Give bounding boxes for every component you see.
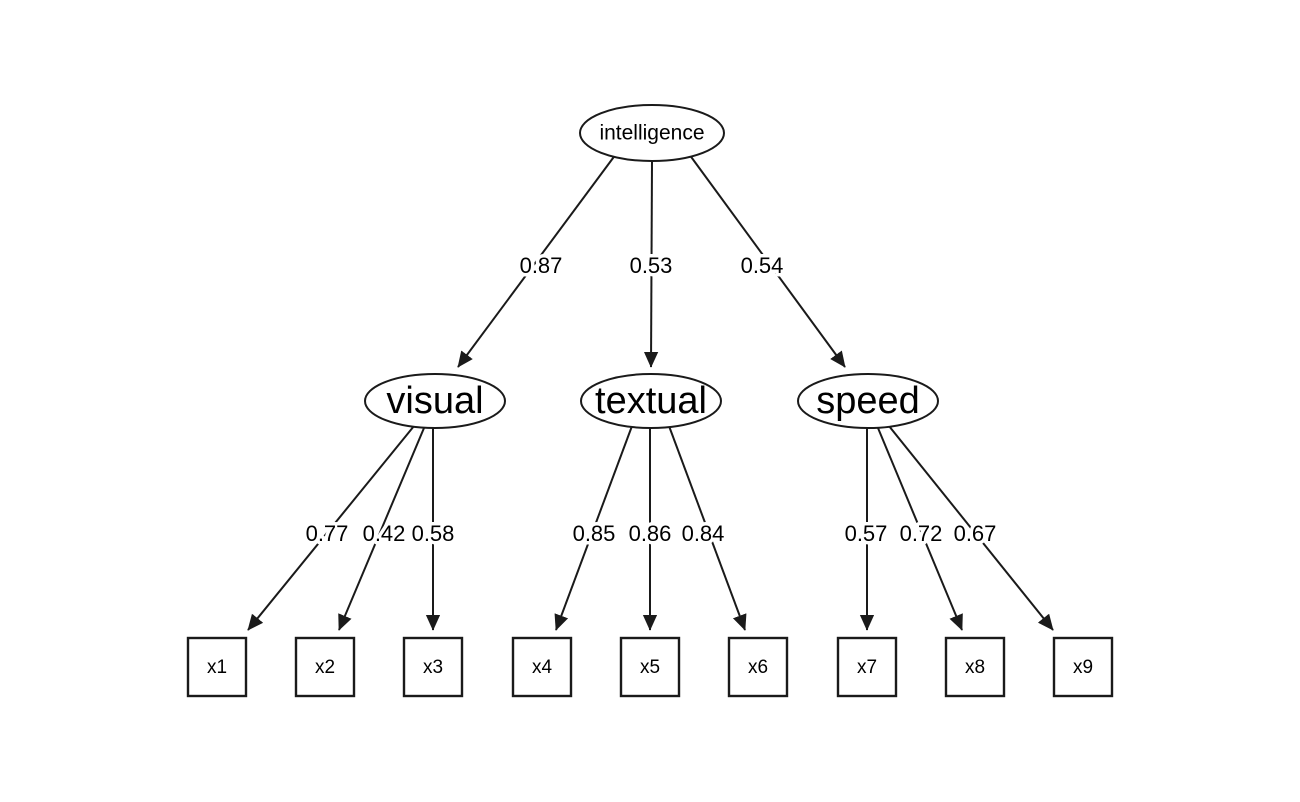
node-textual-ellipse[interactable] xyxy=(580,373,722,429)
edge-label-speed-x8: 0.72 0.72 xyxy=(896,517,946,549)
node-x7-box[interactable] xyxy=(836,636,898,698)
node-x5-label: x5 xyxy=(640,657,660,678)
node-x1-box[interactable] xyxy=(186,636,248,698)
edge-label-text: 0.53 xyxy=(630,253,673,278)
node-x1-label: x1 xyxy=(207,657,227,678)
node-textual[interactable]: textual xyxy=(580,373,722,429)
edge-label-text: 0.84 xyxy=(682,521,725,546)
observed-variable-group: x1 x2 x3 x4 x5 x6 xyxy=(186,636,1114,698)
node-x2[interactable]: x2 xyxy=(294,636,356,698)
node-x6-box[interactable] xyxy=(727,636,789,698)
edge-label-text: 0.77 xyxy=(306,521,349,546)
edge-visual-x1 xyxy=(247,425,415,631)
edge-label-halo: 0.53 xyxy=(630,253,673,278)
edge-label-visual-x2: 0.42 0.42 xyxy=(359,517,409,549)
edge-label-halo: 0.84 xyxy=(682,521,725,546)
edge-label-halo: 0.77 xyxy=(306,521,349,546)
edge-label-intelligence-visual: 0.87 0.87 xyxy=(516,249,566,281)
node-x8-label: x8 xyxy=(965,657,985,678)
node-visual[interactable]: visual xyxy=(364,373,506,429)
node-x2-label: x2 xyxy=(315,657,335,678)
edge-label-textual-x5: 0.86 0.86 xyxy=(625,517,675,549)
node-x8[interactable]: x8 xyxy=(944,636,1006,698)
node-speed-label: speed xyxy=(816,380,920,422)
edge-label-text: 0.58 xyxy=(412,521,455,546)
edge-label-text: 0.87 xyxy=(520,253,563,278)
edge-visual-x2 xyxy=(338,427,425,631)
node-x7-label: x7 xyxy=(857,657,877,678)
edge-label-text: 0.72 xyxy=(900,521,943,546)
edge-label-text: 0.67 xyxy=(954,521,997,546)
edge-label-text: 0.54 xyxy=(741,253,784,278)
edge-label-intelligence-textual: 0.53 0.53 xyxy=(626,249,676,281)
node-x4[interactable]: x4 xyxy=(511,636,573,698)
edge-label-halo: 0.85 xyxy=(573,521,616,546)
edge-label-halo: 0.54 xyxy=(741,253,784,278)
edge-group-second-order xyxy=(457,153,846,368)
node-intelligence-label: intelligence xyxy=(599,122,704,145)
edge-intelligence-textual xyxy=(643,160,659,368)
edge-label-textual-x6: 0.84 0.84 xyxy=(678,517,728,549)
node-x3[interactable]: x3 xyxy=(402,636,464,698)
edge-group-speed xyxy=(859,425,1054,631)
node-x9[interactable]: x9 xyxy=(1052,636,1114,698)
edge-label-halo: 0.87 xyxy=(520,253,563,278)
edge-label-intelligence-speed: 0.54 0.54 xyxy=(737,249,787,281)
edge-label-halo: 0.42 xyxy=(363,521,406,546)
edge-textual-x6 xyxy=(668,425,747,631)
edge-label-group: 0.87 0.87 0.53 0.53 0.54 0.54 0.77 0.77 … xyxy=(302,249,1000,549)
edge-label-text: 0.86 xyxy=(629,521,672,546)
node-visual-ellipse[interactable] xyxy=(364,373,506,429)
edge-textual-x4 xyxy=(554,425,633,631)
node-x7[interactable]: x7 xyxy=(836,636,898,698)
edge-group-visual xyxy=(247,425,441,631)
edge-label-visual-x3: 0.58 0.58 xyxy=(408,517,458,549)
edge-speed-x8 xyxy=(877,427,963,631)
node-x6-label: x6 xyxy=(748,657,768,678)
edge-label-visual-x1: 0.77 0.77 xyxy=(302,517,352,549)
node-x5-box[interactable] xyxy=(619,636,681,698)
node-textual-label: textual xyxy=(595,380,707,422)
node-speed-ellipse[interactable] xyxy=(797,373,939,429)
node-x3-box[interactable] xyxy=(402,636,464,698)
edge-label-textual-x4: 0.85 0.85 xyxy=(569,517,619,549)
node-intelligence-ellipse[interactable] xyxy=(579,104,725,162)
edge-label-text: 0.42 xyxy=(363,521,406,546)
edge-label-halo: 0.57 xyxy=(845,521,888,546)
node-x5[interactable]: x5 xyxy=(619,636,681,698)
node-x9-label: x9 xyxy=(1073,657,1093,678)
edge-label-halo: 0.72 xyxy=(900,521,943,546)
edge-label-speed-x9: 0.67 0.67 xyxy=(950,517,1000,549)
node-x8-box[interactable] xyxy=(944,636,1006,698)
node-x3-label: x3 xyxy=(423,657,443,678)
edge-group-textual xyxy=(554,425,747,631)
node-intelligence[interactable]: intelligence xyxy=(579,104,725,162)
node-x2-box[interactable] xyxy=(294,636,356,698)
node-visual-label: visual xyxy=(386,380,483,422)
edge-label-speed-x7: 0.57 0.57 xyxy=(841,517,891,549)
node-x4-label: x4 xyxy=(532,657,553,678)
edge-label-halo: 0.86 xyxy=(629,521,672,546)
edge-label-halo: 0.67 xyxy=(954,521,997,546)
node-x1[interactable]: x1 xyxy=(186,636,248,698)
node-x4-box[interactable] xyxy=(511,636,573,698)
edge-intelligence-visual xyxy=(457,153,617,368)
edge-intelligence-speed xyxy=(688,153,846,368)
edge-label-halo: 0.58 xyxy=(412,521,455,546)
edge-speed-x9 xyxy=(888,425,1054,631)
edge-label-text: 0.85 xyxy=(573,521,616,546)
node-speed[interactable]: speed xyxy=(797,373,939,429)
node-x6[interactable]: x6 xyxy=(727,636,789,698)
node-x9-box[interactable] xyxy=(1052,636,1114,698)
edge-label-text: 0.57 xyxy=(845,521,888,546)
